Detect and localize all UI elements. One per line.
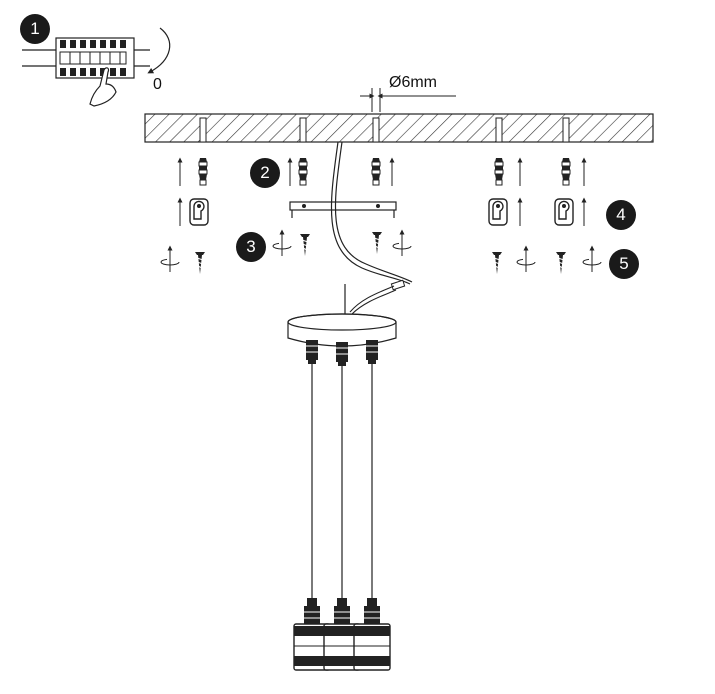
ceiling-canopy — [287, 313, 397, 347]
step-4-badge: 4 — [606, 200, 636, 230]
step-1-badge: 1 — [20, 14, 50, 44]
step-2-badge: 2 — [250, 158, 280, 188]
drill-size-label: Ø6mm — [389, 74, 437, 91]
lamp-holder-icon — [303, 597, 381, 625]
cable-connector — [349, 279, 406, 315]
pendant-cords — [311, 364, 373, 598]
drill-dimension — [360, 88, 456, 112]
cord-grips — [305, 339, 379, 367]
drill-holes — [199, 117, 570, 143]
insert-arrows — [180, 160, 584, 186]
step-3-badge: 3 — [236, 232, 266, 262]
lamp-sockets — [293, 623, 391, 671]
rotate-arrow-icon — [147, 27, 171, 74]
step-5-badge: 5 — [609, 249, 639, 279]
hand-icon — [89, 67, 117, 107]
ceiling — [144, 113, 654, 143]
circuit-breaker-icon — [22, 37, 150, 79]
screw-rotation-arrows — [161, 232, 601, 272]
supply-cable — [330, 141, 411, 285]
mounting-plate — [289, 201, 397, 218]
switch-off-label: 0 — [153, 76, 162, 93]
